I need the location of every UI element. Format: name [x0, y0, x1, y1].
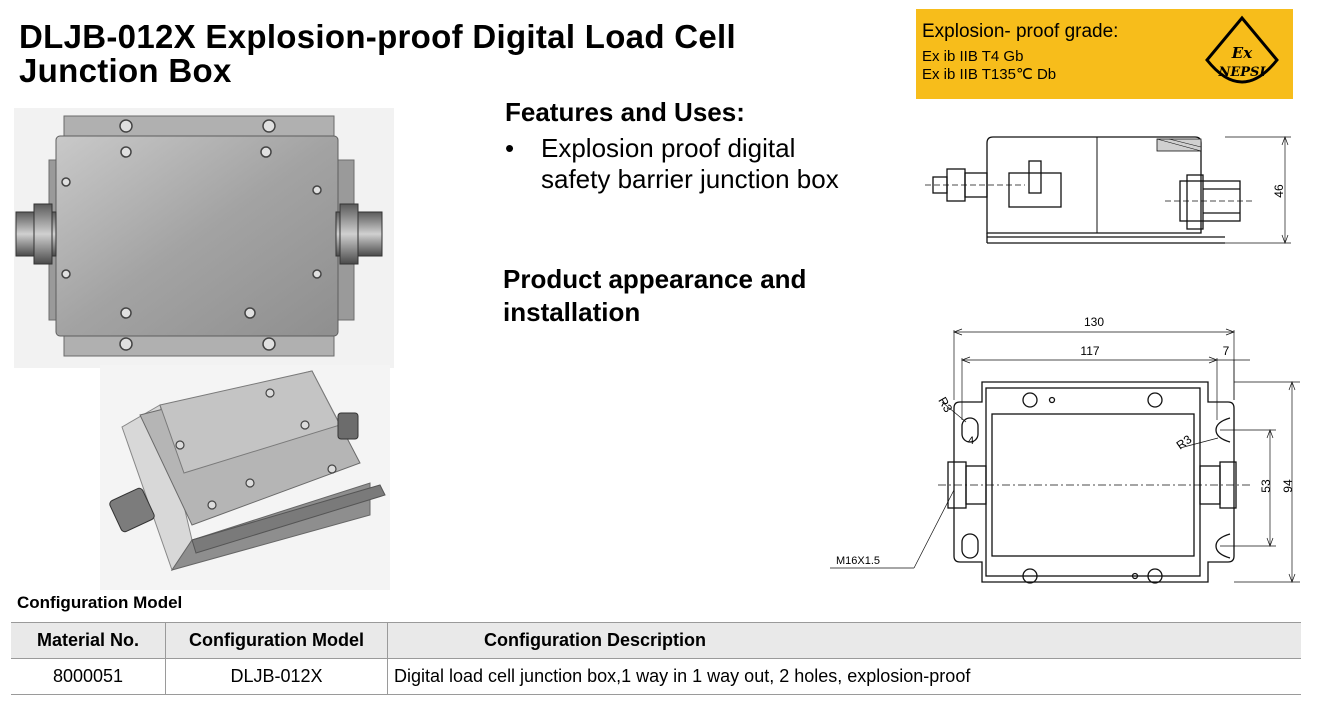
col-config-description: Configuration Description	[387, 622, 1301, 659]
product-photo-angled-view	[100, 365, 390, 590]
dim-side-height: 46	[1272, 184, 1286, 198]
col-material-no: Material No.	[11, 622, 166, 659]
grade-title: Explosion- proof grade:	[922, 21, 1119, 42]
grade-line-dust: Ex ib IIB T135℃ Db	[922, 66, 1057, 83]
col-config-model: Configuration Model	[165, 622, 388, 659]
table-header-row: Material No. Configuration Model Configu…	[11, 622, 1301, 659]
dim-thread: M16X1.5	[836, 555, 880, 567]
dim-inner-height: 53	[1259, 479, 1273, 493]
dim-radius-right: R3	[1174, 432, 1195, 452]
dim-overall-height: 94	[1281, 479, 1295, 493]
cell-config-description: Digital load cell junction box,1 way in …	[387, 658, 1301, 695]
dim-overall-width: 130	[1084, 315, 1104, 329]
dim-small: 4	[968, 435, 974, 447]
config-heading: Configuration Model	[17, 593, 183, 612]
page-title: DLJB-012X Explosion-proof Digital Load C…	[19, 18, 736, 89]
product-photo-top-view	[14, 108, 394, 368]
grade-line-gas: Ex ib IIB T4 Gb	[922, 48, 1024, 65]
cell-material-no: 8000051	[11, 658, 166, 695]
explosion-grade-box: Explosion- proof grade: Ex ib IIB T4 Gb …	[916, 9, 1293, 99]
dim-flange: 7	[1223, 344, 1230, 358]
table-row: 8000051 DLJB-012X Digital load cell junc…	[11, 658, 1301, 695]
dim-hole-spacing: 117	[1080, 344, 1099, 358]
appearance-heading: Product appearance and installation	[503, 264, 807, 327]
cell-config-model: DLJB-012X	[165, 658, 388, 695]
config-table: Material No. Configuration Model Configu…	[11, 622, 1301, 695]
side-view-drawing: 46	[925, 136, 1291, 244]
badge-bottom-text: NEPSI	[1217, 65, 1266, 80]
dim-radius-left: R3	[935, 395, 955, 416]
feature-item: Explosion proof digital safety barrier j…	[541, 133, 839, 194]
features-heading: Features and Uses:	[505, 97, 745, 127]
bullet-icon: •	[505, 133, 515, 163]
top-view-drawing: 130 117 7 R3 4 R3 53 94 M16X1.5	[830, 315, 1300, 584]
badge-top-text: Ex	[1231, 44, 1253, 62]
ex-nepsi-badge-icon: Ex NEPSI	[1205, 15, 1279, 84]
